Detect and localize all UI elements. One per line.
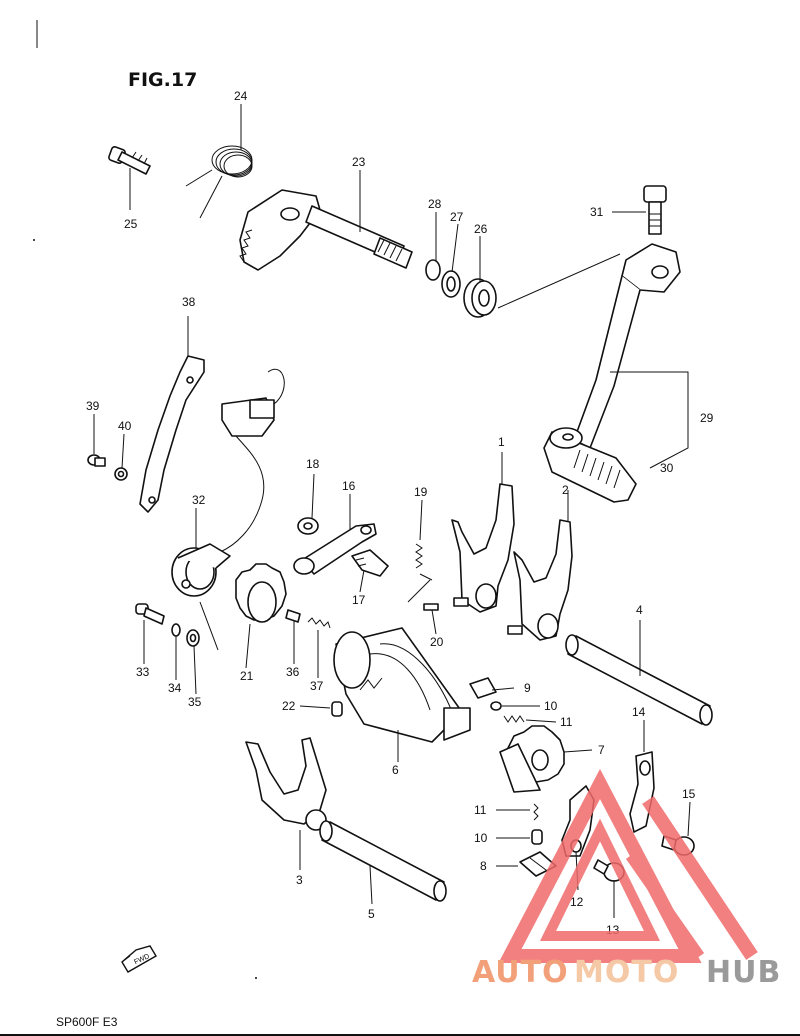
callout-30: 30 [660,461,674,475]
callout-10-upper: 10 [544,699,558,713]
callout-17: 17 [352,593,366,607]
model-code: SP600F E3 [56,1015,118,1029]
callout-29: 29 [700,411,714,425]
callout-7: 7 [598,743,605,757]
callout-40: 40 [118,419,132,433]
part-22-pin [331,701,343,717]
callout-32: 32 [192,493,206,507]
part-23-shift-shaft [239,189,413,271]
fwd-arrow-icon: FWD [121,945,157,973]
callout-31: 31 [590,205,604,219]
part-11-spring-upper [503,715,525,723]
part-40-washer [114,467,128,481]
part-29-shift-lever [573,243,681,449]
part-3-shift-fork [245,737,327,831]
watermark-logo-icon [498,768,758,963]
watermark-auto: AUTO [472,955,569,990]
part-37-spring [307,617,331,629]
callout-2: 2 [562,483,569,497]
callout-8: 8 [480,859,487,873]
part-11-spring-lower [533,803,539,821]
callout-34: 34 [168,681,182,695]
callout-25: 25 [124,217,138,231]
callout-23: 23 [352,155,366,169]
callout-37: 37 [310,679,324,693]
callout-10-lower: 10 [474,831,488,845]
part-10-pin-lower [531,829,543,845]
part-34-washer [171,623,181,637]
part-20-pin [423,603,439,611]
callout-18: 18 [306,457,320,471]
part-39-screw [87,454,106,467]
callout-16: 16 [342,479,356,493]
leader-lines [93,104,691,918]
part-24-spring [185,145,253,219]
callout-14: 14 [632,705,646,719]
part-30-footpeg [543,427,637,503]
callout-11-upper: 11 [560,715,573,729]
part-38-plate [139,355,205,513]
callout-4: 4 [636,603,643,617]
callout-33: 33 [136,665,150,679]
part-33-screw [135,603,165,625]
watermark-hub: HUB [706,955,781,990]
part-14-plate [629,751,655,833]
part-5-fork-shaft [319,820,447,902]
part-21-stopper-plate [235,563,287,623]
part-17-bolt [351,549,389,577]
callout-21: 21 [240,669,254,683]
callout-24: 24 [234,89,248,103]
callout-36: 36 [286,665,300,679]
scan-speck [255,977,257,979]
callout-11-lower: 11 [474,803,487,817]
watermark-text: AUTO MOTO HUB [472,955,781,990]
callout-35: 35 [188,695,202,709]
part-36-pin [285,609,301,623]
callout-labels: 24 25 23 28 27 26 31 29 30 38 39 40 32 1… [86,89,714,937]
part-32-switch-body [171,543,231,597]
scan-speck [33,239,35,241]
callout-20: 20 [430,635,444,649]
part-27-washer [441,270,461,298]
callout-6: 6 [392,763,399,777]
figure-title: FIG.17 [128,69,197,91]
callout-38: 38 [182,295,196,309]
callout-19: 19 [414,485,428,499]
watermark-moto: MOTO [574,955,679,990]
callout-22: 22 [282,699,296,713]
callout-9: 9 [524,681,531,695]
callout-27: 27 [450,210,464,224]
part-4-fork-shaft [565,634,713,726]
part-28-circlip [425,259,441,281]
part-19-spring [415,543,433,581]
callout-3: 3 [296,873,303,887]
callout-1: 1 [498,435,505,449]
part-7-cam-gear [499,725,565,793]
callout-28: 28 [428,197,442,211]
callout-26: 26 [474,222,488,236]
callout-15: 15 [682,787,696,801]
part-26-seal [463,278,497,318]
part-25-bolt [108,146,151,175]
part-16-arm [293,523,377,575]
part-35-washer [186,629,200,647]
part-31-bolt [643,185,667,235]
callout-5: 5 [368,907,375,921]
part-1-shift-fork [451,483,515,613]
part-9-guide [469,677,497,699]
callout-12: 12 [570,895,584,909]
part-2-shift-fork [507,519,573,641]
part-6-shift-cam [333,627,471,743]
gear-position-switch [219,368,285,553]
part-18-washer [297,517,319,535]
callout-39: 39 [86,399,100,413]
part-10-pin-upper [490,701,502,711]
